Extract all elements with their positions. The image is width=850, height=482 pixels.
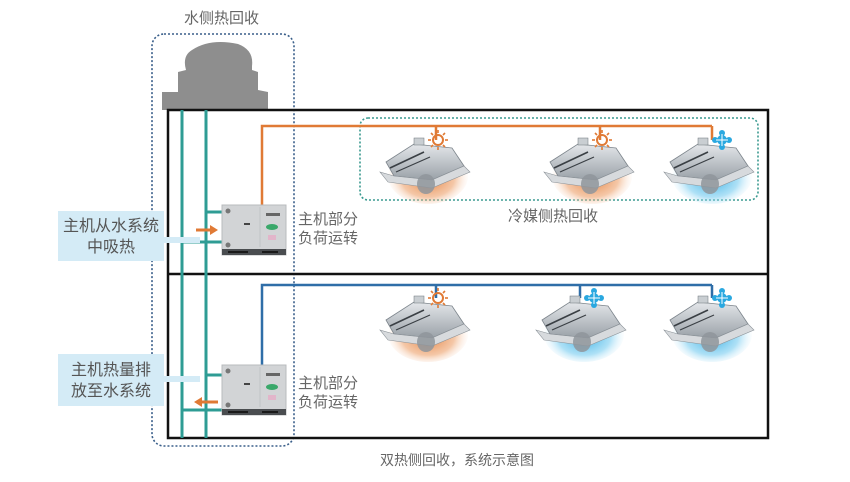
upper-callout-connector	[160, 237, 200, 243]
lower-refrigerant-pipe	[260, 283, 714, 365]
upper-host-status: 主机部分 负荷运转	[298, 210, 358, 248]
refrigerant-side-title: 冷媒侧热回收	[508, 207, 599, 225]
arrow-left-icon	[194, 397, 218, 407]
lower-callout-connector	[160, 376, 200, 382]
water-side-title: 水侧热回收	[184, 9, 260, 27]
lower-indoor-unit-3-cooling	[663, 287, 755, 362]
sun-icon	[427, 287, 449, 309]
lower-host-status: 主机部分 负荷运转	[298, 374, 358, 412]
upper-indoor-unit-2-heating	[543, 129, 635, 204]
upper-host-status-line-2: 负荷运转	[298, 229, 359, 247]
cooling-tower-icon	[162, 42, 268, 110]
lower-host-unit	[221, 364, 287, 416]
upper-callout: 主机从水系统 中吸热	[58, 211, 164, 261]
upper-refrigerant-pipe	[260, 124, 714, 205]
sun-icon	[427, 129, 449, 151]
diagram-caption: 双热侧回收，系统示意图	[380, 453, 534, 469]
upper-indoor-unit-3-cooling	[663, 129, 755, 204]
lower-indoor-unit-2-cooling	[535, 287, 627, 362]
upper-host-status-line-1: 主机部分	[298, 210, 359, 228]
lower-callout-line-2: 放至水系统	[70, 381, 151, 400]
lower-callout-line-1: 主机热量排	[70, 360, 151, 379]
lower-indoor-unit-1-heating	[379, 287, 471, 362]
sun-icon	[591, 129, 613, 151]
lower-host-status-line-1: 主机部分	[298, 374, 359, 392]
water-pipes	[180, 110, 224, 438]
lower-host-status-line-2: 负荷运转	[298, 393, 359, 411]
upper-callout-line-2: 中吸热	[86, 237, 135, 256]
refrigerant-side-boundary	[359, 117, 759, 201]
upper-indoor-unit-1-heating	[379, 129, 471, 204]
arrow-right-icon	[196, 225, 218, 235]
lower-callout: 主机热量排 放至水系统	[58, 354, 164, 406]
upper-host-unit	[221, 204, 287, 256]
upper-callout-line-1: 主机从水系统	[62, 216, 159, 235]
